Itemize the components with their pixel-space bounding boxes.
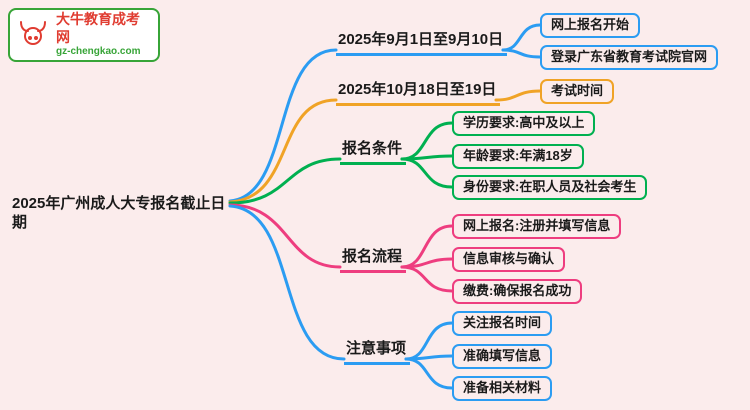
child-node-exam-time: 考试时间 — [540, 79, 615, 104]
child-node-online-registration-start: 网上报名开始 — [540, 13, 641, 38]
child-node-identity-requirement: 身份要求:在职人员及社会考生 — [452, 175, 648, 200]
branch5-line — [228, 204, 346, 361]
branch4-child3-line — [400, 265, 454, 293]
branch1-child1-line — [501, 23, 542, 52]
branch-label-process: 报名流程 — [340, 245, 407, 273]
branch-label-notes: 注意事项 — [344, 337, 411, 365]
branch4-child1-line — [400, 224, 454, 269]
child-node-prepare-materials: 准备相关材料 — [452, 376, 553, 401]
branch3-child3-line — [400, 157, 454, 189]
child-node-watch-deadline: 关注报名时间 — [452, 311, 553, 336]
branch5-child2-line — [404, 354, 454, 361]
branch1-child2-line — [501, 48, 542, 59]
branch5-child3-line — [404, 357, 454, 390]
root-node: 2025年广州成人大专报名截止日期 — [12, 195, 226, 231]
branch4-line — [228, 203, 342, 269]
branch2-line — [228, 98, 338, 204]
child-node-online-signup-step: 网上报名:注册并填写信息 — [452, 214, 622, 239]
branch3-line — [228, 157, 342, 205]
child-node-age-requirement: 年龄要求:年满18岁 — [452, 144, 584, 169]
branch4-child2-line — [400, 257, 454, 269]
branch5-child1-line — [404, 321, 454, 361]
logo-text: 大牛教育成考网 gz-chengkao.com — [56, 11, 152, 59]
logo-url: gz-chengkao.com — [56, 46, 141, 58]
site-logo: 大牛教育成考网 gz-chengkao.com — [8, 8, 160, 62]
child-node-fill-accurately: 准确填写信息 — [452, 344, 553, 369]
branch2-child1-line — [494, 89, 542, 102]
child-node-info-review-step: 信息审核与确认 — [452, 247, 566, 272]
branch3-child2-line — [400, 154, 454, 161]
branch1-line — [228, 48, 338, 203]
logo-title: 大牛教育成考网 — [56, 11, 140, 45]
child-node-education-requirement: 学历要求:高中及以上 — [452, 111, 596, 136]
child-node-payment-step: 缴费:确保报名成功 — [452, 279, 583, 304]
branch-label-exam-dates: 2025年10月18日至19日 — [336, 78, 501, 106]
branch3-child1-line — [400, 121, 454, 161]
child-node-login-official-site: 登录广东省教育考试院官网 — [540, 45, 719, 70]
bull-logo-icon — [16, 16, 50, 55]
branch-label-requirements: 报名条件 — [340, 137, 407, 165]
branch-label-registration-dates: 2025年9月1日至9月10日 — [336, 28, 508, 56]
